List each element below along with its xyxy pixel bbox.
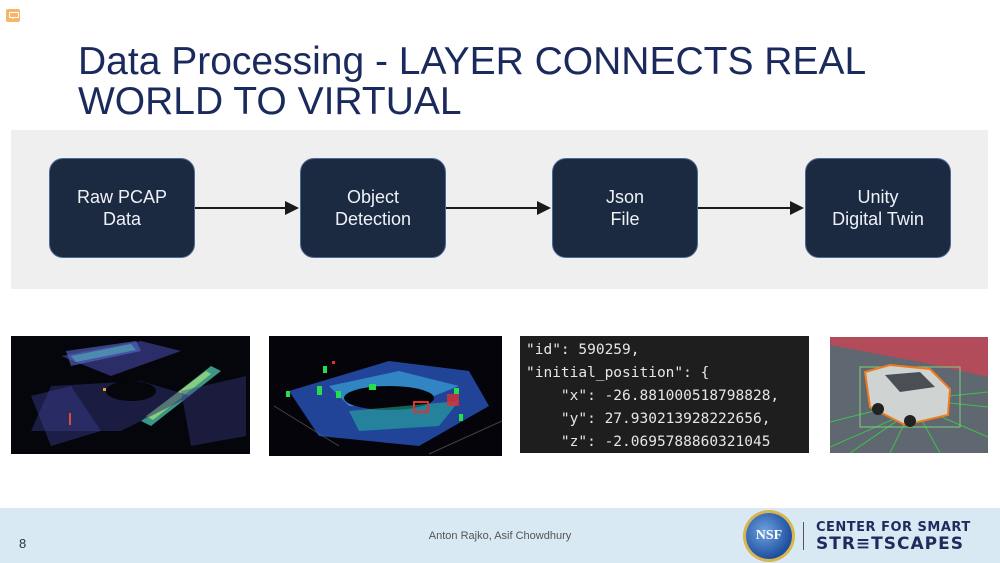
json-line: "id": 590259,	[526, 342, 640, 358]
logo-line-2: STR≡TSCAPES	[816, 534, 964, 554]
title-line-1: Data Processing - LAYER CONNECTS REAL	[78, 40, 867, 83]
json-line: "x": -26.881000518798828,	[526, 388, 780, 404]
node-label: Object	[346, 187, 400, 207]
node-label: Json	[605, 187, 645, 207]
json-line: "initial_position": {	[526, 365, 710, 381]
slide-title: Data Processing - LAYER CONNECTS REAL WO…	[78, 42, 978, 122]
page-number: 8	[19, 536, 27, 551]
node-raw-pcap: Raw PCAP Data	[49, 158, 195, 258]
object-detection-point-cloud-image	[269, 336, 502, 456]
arrow-right-icon	[698, 201, 804, 215]
slide-footer: 8 Anton Rajko, Asif Chowdhury NSF CENTER…	[0, 508, 1000, 563]
json-code-snippet: "id": 590259, "initial_position": { "x": …	[520, 336, 809, 453]
title-line-2: WORLD TO VIRTUAL	[78, 80, 462, 123]
comment-icon[interactable]	[6, 9, 20, 22]
nsf-logo-text: NSF	[755, 528, 783, 543]
node-object-detection: Object Detection	[300, 158, 446, 258]
arrow-right-icon	[446, 201, 551, 215]
node-json-file: Json File	[552, 158, 698, 258]
authors: Anton Rajko, Asif Chowdhury	[428, 530, 572, 542]
unity-car-digital-twin-image	[830, 337, 988, 453]
node-label: File	[610, 209, 640, 229]
node-label: Data	[102, 209, 142, 229]
arrow-right-icon	[195, 201, 299, 215]
node-label: Unity	[857, 187, 899, 207]
node-label: Raw PCAP	[76, 187, 168, 207]
lidar-point-cloud-image	[11, 336, 250, 454]
nsf-logo-icon: NSF	[746, 513, 792, 559]
json-line: "y": 27.930213928222656,	[526, 411, 771, 427]
node-label: Detection	[334, 209, 412, 229]
node-unity-digital-twin: Unity Digital Twin	[805, 158, 951, 258]
logo-divider	[803, 522, 804, 550]
node-label: Digital Twin	[832, 209, 924, 229]
pipeline-diagram: Raw PCAP Data Object Detection Json File…	[11, 130, 988, 289]
center-for-smart-streetscapes-logo: CENTER FOR SMART STR≡TSCAPES	[816, 520, 971, 554]
logo-line-1: CENTER FOR SMART	[816, 520, 971, 535]
json-line: "z": -2.0695788860321045	[526, 434, 771, 450]
